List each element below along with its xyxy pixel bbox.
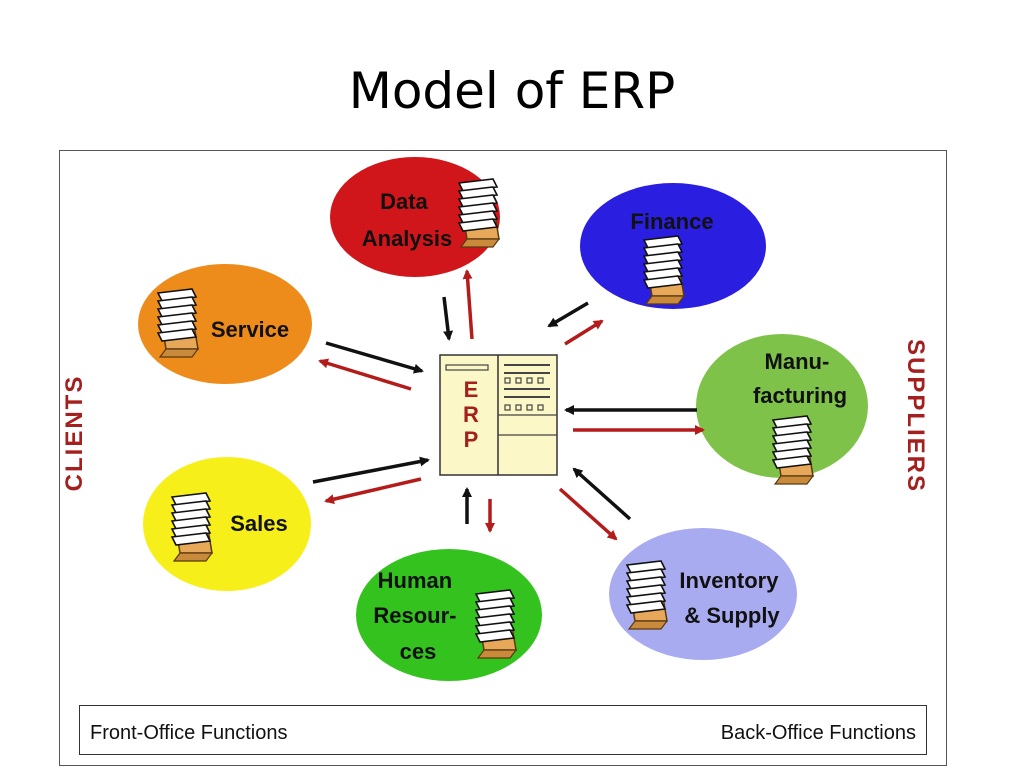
data-analysis-ellipse: [330, 157, 500, 277]
erp-diagram-frame: Data Analysis Finance Service Manu- fact…: [59, 150, 947, 766]
data-analysis-label: Data Analysis: [362, 189, 453, 251]
manufacturing-ellipse: [696, 334, 868, 478]
arrow-finance-to-erp: [547, 301, 589, 328]
arrow-erp-to-service: [318, 358, 412, 391]
erp-letter-r: R: [463, 402, 479, 427]
erp-letter-p: P: [464, 427, 479, 452]
back-office-label: Back-Office Functions: [720, 722, 916, 744]
suppliers-side-label: SUPPLIERS: [902, 339, 929, 493]
sales-label: Sales: [230, 511, 288, 536]
arrow-data-analysis-to-erp: [442, 296, 454, 341]
manufacturing-label: Manu- facturing: [753, 349, 847, 408]
arrow-service-to-erp: [325, 341, 424, 374]
arrow-erp-to-sales: [324, 477, 422, 505]
arrow-erp-to-data-analysis: [462, 269, 474, 340]
erp-letter-e: E: [464, 377, 479, 402]
erp-central-box: [439, 354, 558, 476]
arrow-erp-to-inventory: [558, 487, 618, 541]
arrow-erp-to-finance: [564, 319, 604, 346]
inventory-label: Inventory & Supply: [679, 568, 784, 628]
slide-title: Model of ERP: [348, 62, 676, 120]
erp-diagram: Data Analysis Finance Service Manu- fact…: [61, 157, 929, 681]
function-legend-box: Front-Office Functions Back-Office Funct…: [79, 705, 927, 755]
service-label: Service: [211, 317, 289, 342]
human-resources-label: Human Resour- ces: [373, 568, 462, 664]
front-office-label: Front-Office Functions: [90, 722, 288, 744]
arrow-inventory-to-erp: [572, 467, 632, 521]
finance-label: Finance: [630, 209, 713, 234]
clients-side-label: CLIENTS: [61, 375, 88, 492]
arrow-sales-to-erp: [312, 456, 430, 484]
